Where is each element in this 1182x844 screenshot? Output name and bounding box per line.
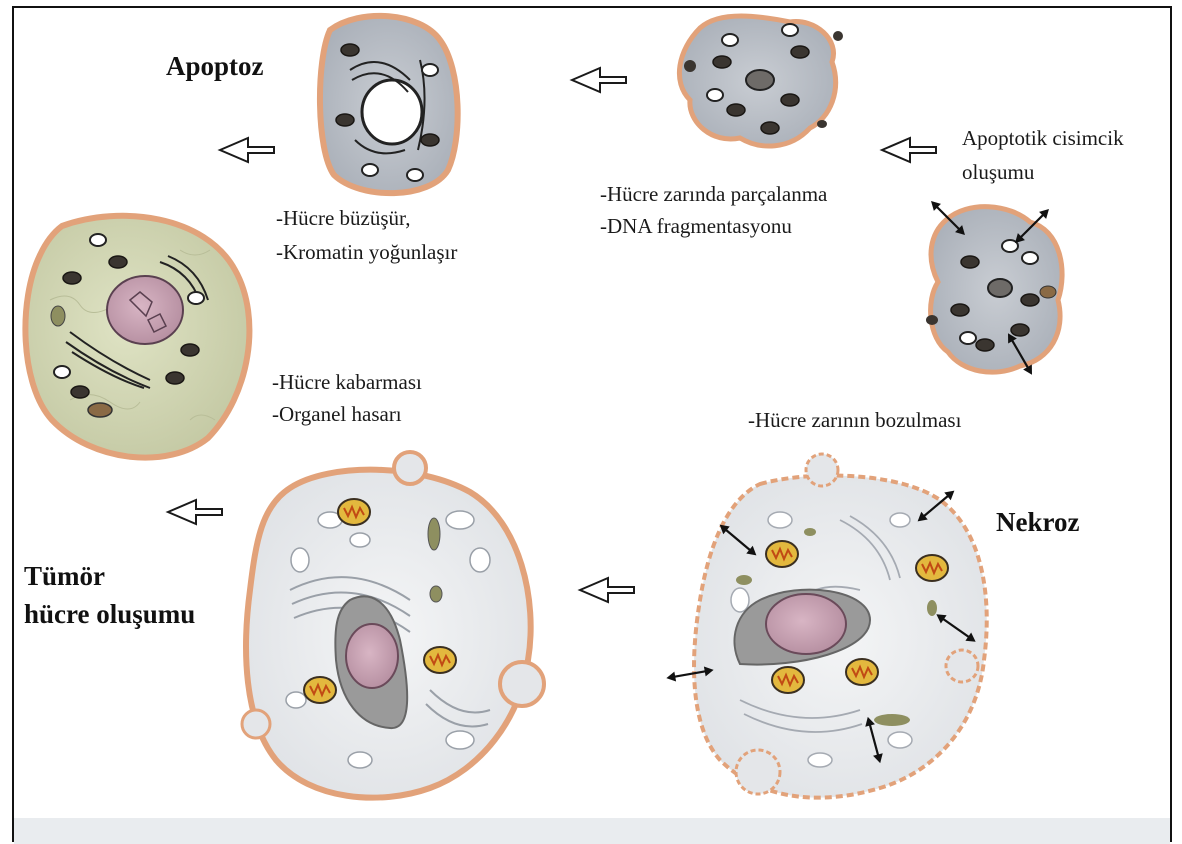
necrosis-title: Nekroz [996,506,1079,538]
swollen-cell [242,452,544,798]
shrunken-apoptotic-cell [320,16,458,193]
fragmenting-cell [679,16,843,146]
arrow-swollen-to-necrotic [580,578,634,602]
apoptotic-body-cell [926,207,1062,372]
arrow-shrunken-to-fragmenting [572,68,626,92]
apoptosis-title: Apoptoz [166,50,264,82]
caption-swell-1: -Hücre kabarması [272,370,422,395]
caption-fragment-1: -Hücre zarında parçalanma [600,182,827,207]
caption-membrane: -Hücre zarının bozulması [748,408,961,433]
arrow-normal-to-shrunken [220,138,274,162]
tumor-title-line2: hücre oluşumu [24,598,195,630]
caption-fragment-2: -DNA fragmentasyonu [600,214,792,239]
caption-shrink-2: -Kromatin yoğunlaşır [276,240,457,265]
necrotic-cell [694,454,987,798]
caption-swell-2: -Organel hasarı [272,402,402,427]
caption-body-1: Apoptotik cisimcik [962,126,1124,151]
normal-cell [25,216,249,458]
arrow-fragmenting-to-body [882,138,936,162]
caption-body-2: oluşumu [962,160,1034,185]
arrow-normal-to-swollen [168,500,222,524]
tumor-title-line1: Tümör [24,560,105,592]
caption-shrink-1: -Hücre büzüşür, [276,206,410,231]
